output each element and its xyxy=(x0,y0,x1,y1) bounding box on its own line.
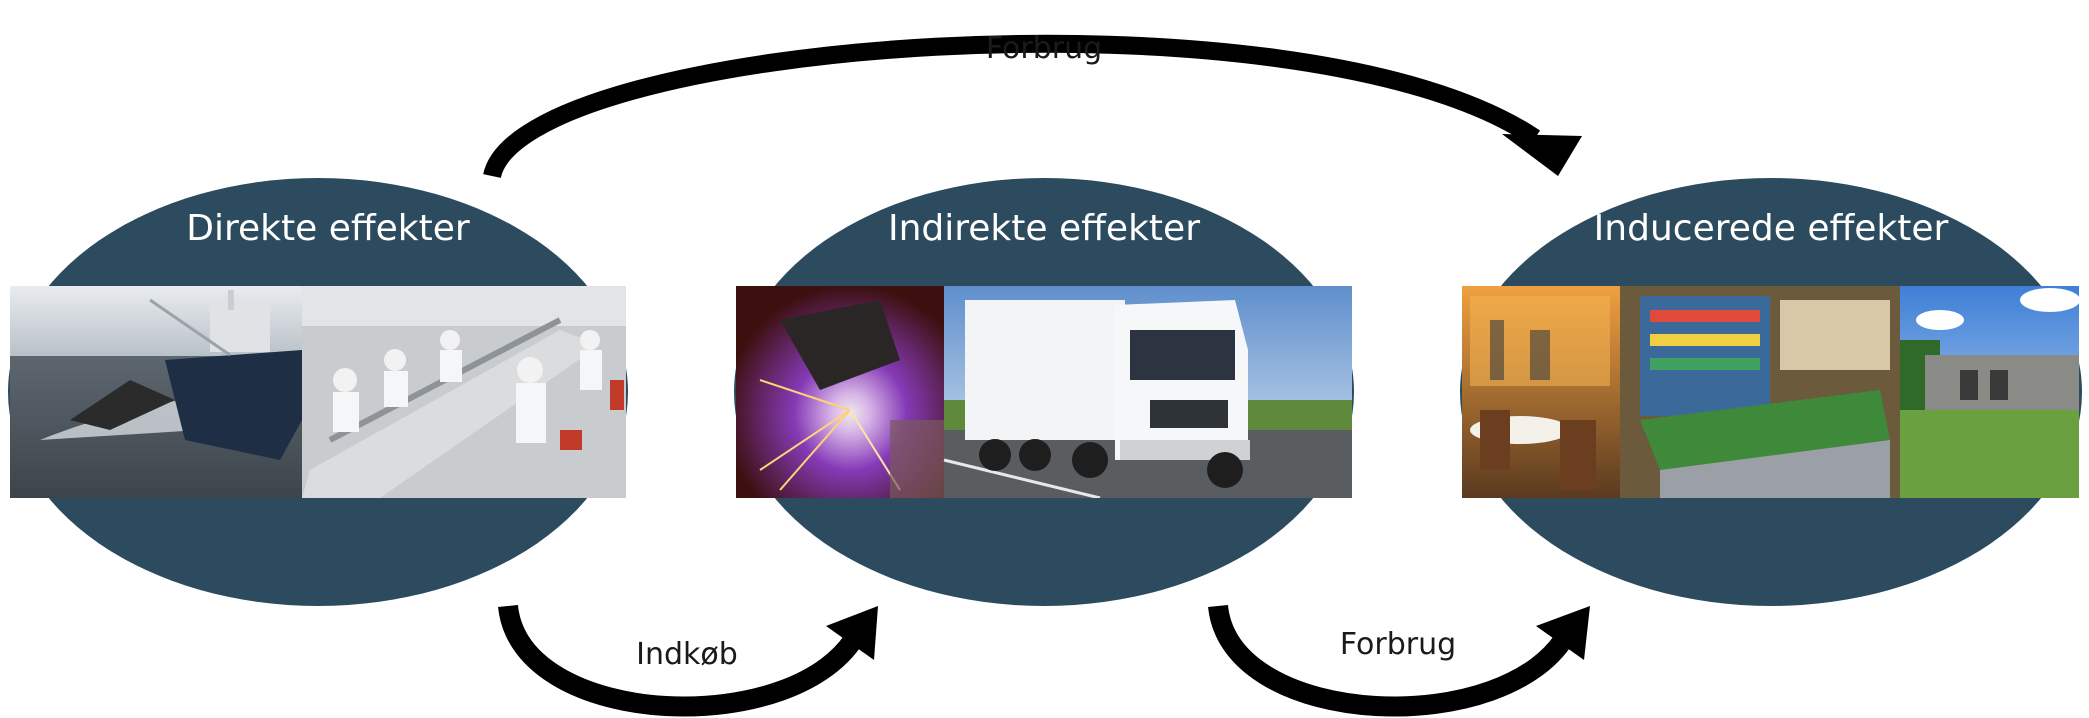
photo-truck xyxy=(943,286,1352,498)
arrow-top-label: Forbrug xyxy=(986,31,1102,66)
photo-restaurant xyxy=(1462,286,1620,498)
photo-grocery xyxy=(1620,286,1900,498)
node-inducerede-title: Inducerede effekter xyxy=(1594,208,1949,249)
arrow-top-head xyxy=(1502,134,1582,176)
node-direkte: Direkte effekter xyxy=(8,178,628,606)
node-indirekte: Indirekte effekter xyxy=(734,178,1354,606)
arrow-bottom-label: Forbrug xyxy=(1340,627,1456,662)
arrow-indkob: Indkøb xyxy=(498,604,878,717)
node-direkte-title: Direkte effekter xyxy=(186,208,470,249)
arrow-top-shaft xyxy=(483,34,1541,179)
arrow-bottom-head xyxy=(1536,606,1590,660)
photo-fishing-vessel xyxy=(10,286,302,498)
photo-welder xyxy=(736,286,944,498)
arrow-indkob-head xyxy=(826,606,878,660)
arrow-indkob-label: Indkøb xyxy=(636,637,738,672)
node-indirekte-title: Indirekte effekter xyxy=(888,208,1200,249)
arrow-indkob-shaft xyxy=(498,604,867,717)
arrow-bottom-shaft xyxy=(1208,604,1577,717)
node-inducerede: Inducerede effekter xyxy=(1460,178,2082,606)
photo-fish-processing xyxy=(302,286,626,498)
photo-house xyxy=(1900,286,2079,498)
arrow-top-forbrug: Forbrug xyxy=(483,31,1582,179)
arrow-bottom-forbrug: Forbrug xyxy=(1208,604,1590,717)
